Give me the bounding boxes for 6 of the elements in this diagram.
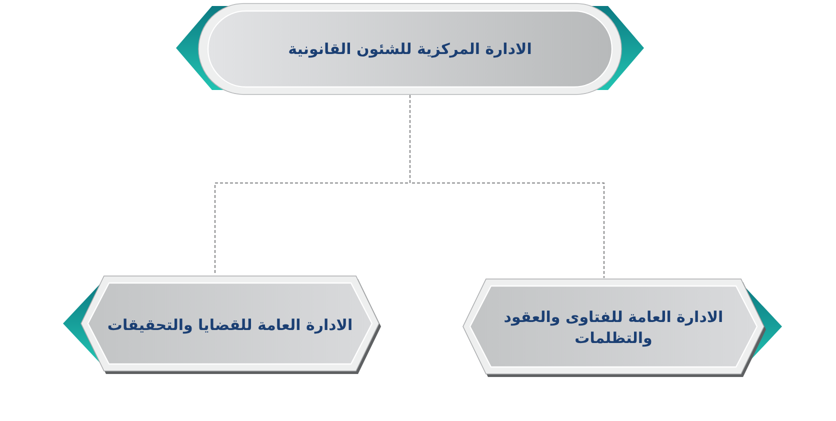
hexagon-box bbox=[63, 275, 383, 375]
box-label: الادارة العامة للفتاوى والعقود والتظلمات bbox=[502, 307, 724, 349]
box-label: الادارة المركزية للشئون القانونية bbox=[288, 38, 532, 60]
hexagon-box bbox=[462, 278, 785, 378]
box-label: الادارة العامة للقضايا والتحقيقات bbox=[107, 314, 353, 336]
rounded-box bbox=[176, 3, 644, 95]
